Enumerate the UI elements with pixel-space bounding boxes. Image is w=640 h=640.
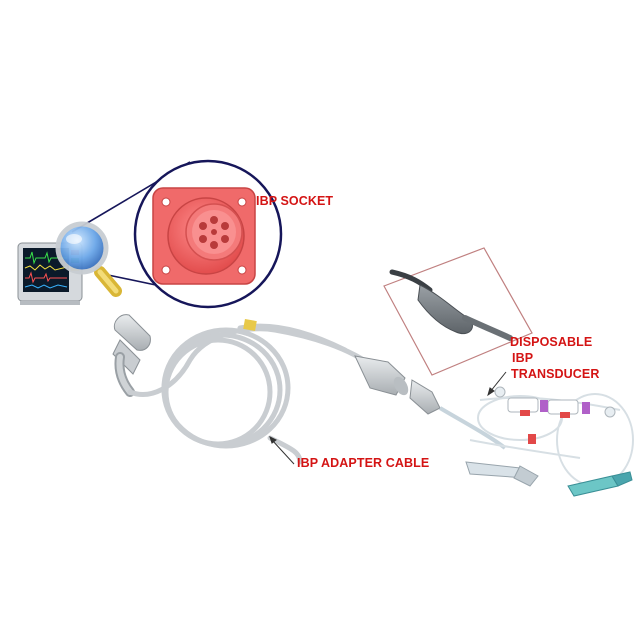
ibp-socket-closeup [133,159,283,309]
transducer-plug-closeup [383,247,533,376]
disposable-label: DISPOSABLE [510,335,593,349]
ibp-adapter-cable-label: IBP ADAPTER CABLE [297,456,430,470]
disposable-transducer-kit [409,379,634,497]
ibp-socket-label: IBP SOCKET [256,194,334,208]
ibp-label: IBP [512,351,534,365]
transducer-label: TRANSDUCER [511,367,600,381]
label-pointers [269,371,507,465]
magnifier-icon [55,221,122,297]
ibp-adapter-cable [112,314,409,465]
